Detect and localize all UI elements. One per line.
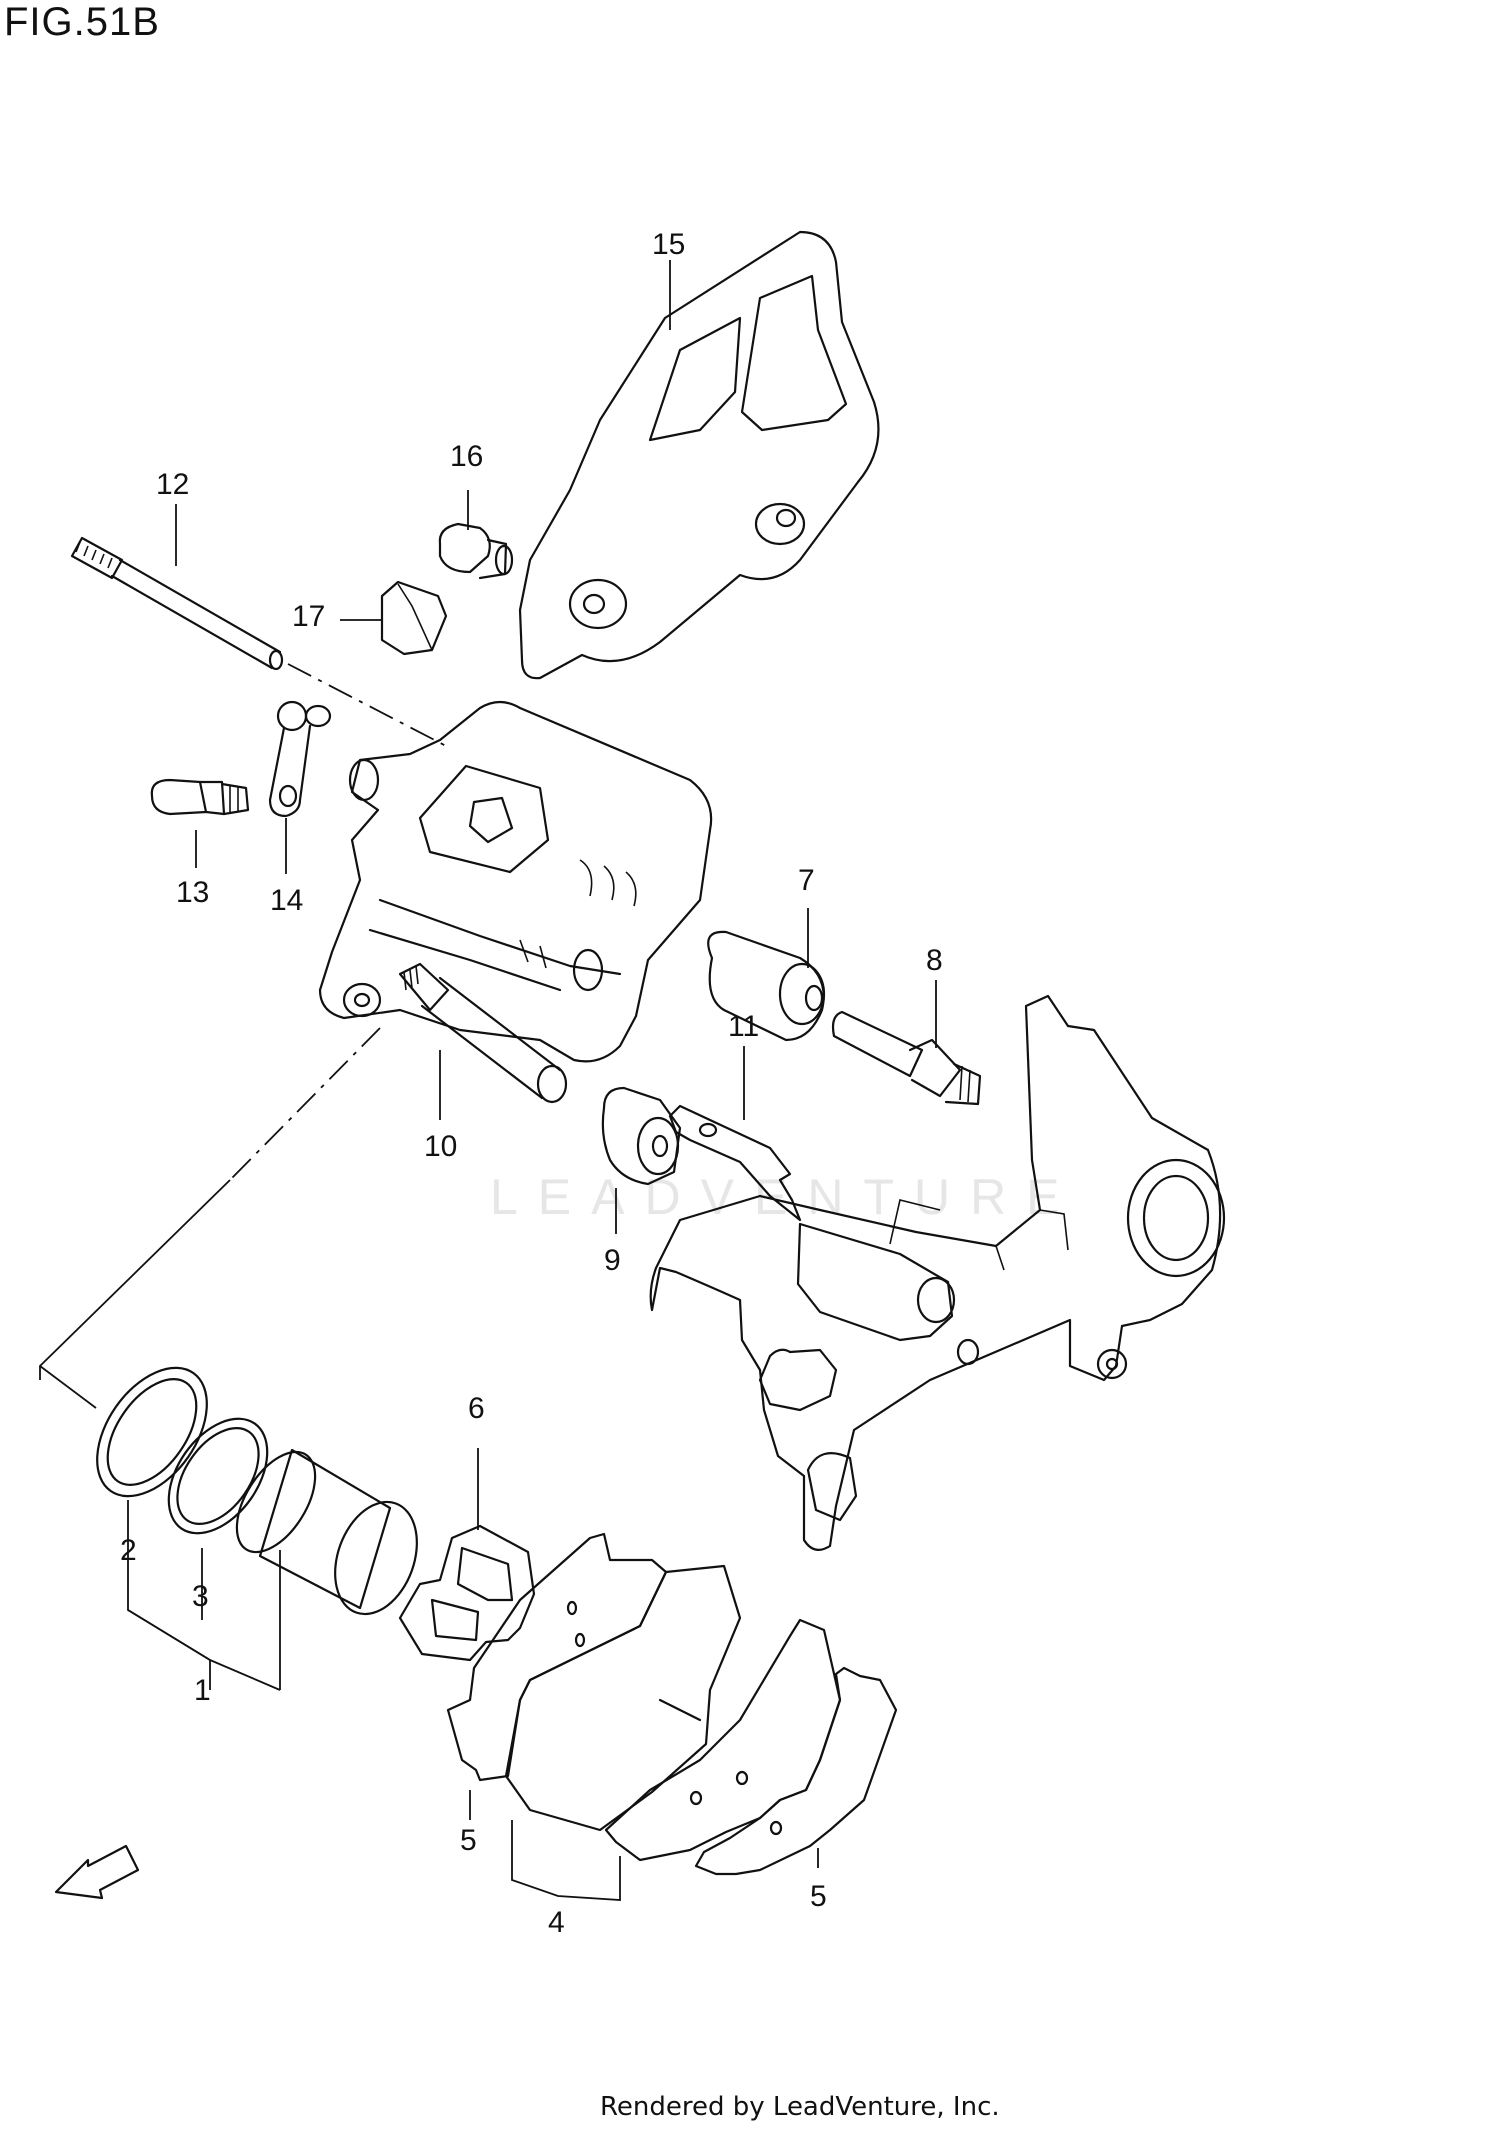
callout-15: 15 [652,228,685,261]
part-5-pad-rear[interactable] [694,1666,898,1876]
callout-1: 1 [194,1674,211,1707]
piston[interactable] [221,1439,432,1626]
callout-9: 9 [604,1244,621,1277]
render-credit: Rendered by LeadVenture, Inc. [600,2092,1000,2122]
callout-12: 12 [156,468,189,501]
callout-8: 8 [926,944,943,977]
callout-4: 4 [548,1906,565,1939]
callout-7: 7 [798,864,815,897]
part-15-bracket[interactable] [518,230,880,680]
callout-17: 17 [292,600,325,633]
part-8-bolt[interactable] [831,1010,982,1106]
part-10-slide-pin[interactable] [398,962,568,1104]
part-9-boot[interactable] [601,1086,682,1186]
callout-11: 11 [728,1010,759,1043]
part-3-oring[interactable] [149,1401,288,1552]
part-14-cap[interactable] [268,700,332,818]
part-7-bushing[interactable] [707,930,826,1042]
callout-2: 2 [120,1534,137,1567]
callout-16: 16 [450,440,483,473]
callout-10: 10 [424,1130,457,1163]
callout-5-rear: 5 [810,1880,827,1913]
callout-14: 14 [270,884,303,917]
figure-title: FIG.51B [4,0,160,44]
part-6-shim[interactable] [398,1524,536,1662]
part-13-bleeder[interactable] [150,778,250,816]
callout-5-front: 5 [460,1824,477,1857]
part-5-pad-front[interactable] [446,1532,668,1782]
caliper-bracket[interactable] [649,994,1226,1551]
callout-13: 13 [176,876,209,909]
part-17-cap[interactable] [380,580,448,656]
part-11-clip[interactable] [668,1104,802,1222]
part-4-pad-set[interactable] [504,1564,842,1862]
callout-3: 3 [192,1580,209,1613]
part-2-oring[interactable] [75,1348,230,1516]
callout-6: 6 [468,1392,485,1425]
caliper-body[interactable] [318,700,713,1063]
leader-lines [39,260,937,1901]
watermark-text: LEADVENTURE [490,1169,1080,1225]
part-16-bolt[interactable] [438,522,514,580]
callouts: 15 16 12 17 13 14 7 8 11 10 9 6 2 3 1 5 … [120,228,943,1939]
forward-arrow-icon: FWD [54,1844,140,1900]
part-12-pin[interactable] [70,536,284,671]
